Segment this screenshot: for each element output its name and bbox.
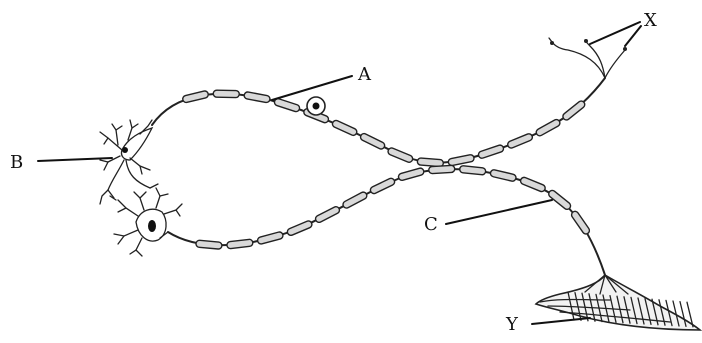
myelin-segment: [387, 147, 414, 163]
upper-neuron-cell-body: [100, 120, 158, 204]
label-a: A: [357, 64, 372, 85]
myelin-segment: [369, 177, 395, 195]
lower-neuron-cell-body: [110, 188, 182, 256]
myelin-segment: [478, 144, 505, 159]
myelin-segment: [213, 90, 239, 98]
myelin-segment: [507, 133, 534, 149]
myelin-segment: [196, 240, 223, 249]
myelin-segment: [359, 132, 385, 150]
cell-body-bubble: [307, 97, 325, 115]
pointer-line-y: [532, 318, 590, 324]
receptor-endings: [549, 38, 627, 78]
myelin-segment: [429, 165, 455, 174]
myelin-segment: [398, 167, 425, 181]
lower-myelin-sheath: [196, 165, 591, 249]
pointer-line-x2: [625, 26, 641, 46]
label-b: B: [10, 152, 23, 173]
myelin-segment: [182, 90, 209, 103]
upper-myelin-sheath: [182, 90, 586, 167]
pointer-line-c: [446, 200, 552, 224]
myelin-segment: [331, 119, 358, 136]
label-c: C: [424, 214, 438, 235]
myelin-segment: [314, 205, 340, 223]
myelin-segment: [448, 154, 475, 166]
myelin-segment: [520, 176, 547, 192]
myelin-segment: [244, 91, 271, 103]
myelin-segment: [342, 191, 368, 209]
myelin-segment: [570, 210, 591, 235]
label-x: X: [644, 10, 657, 31]
pointer-line-x1: [590, 22, 640, 44]
myelin-segment: [535, 118, 561, 137]
myelin-segment: [286, 220, 313, 237]
label-y: Y: [505, 314, 519, 335]
myelin-segment: [490, 169, 517, 182]
pointer-line-a: [272, 76, 352, 100]
myelin-segment: [561, 100, 586, 122]
myelin-segment: [274, 98, 301, 113]
myelin-segment: [227, 239, 254, 249]
myelin-segment: [459, 165, 486, 175]
myelin-segment: [257, 231, 284, 245]
